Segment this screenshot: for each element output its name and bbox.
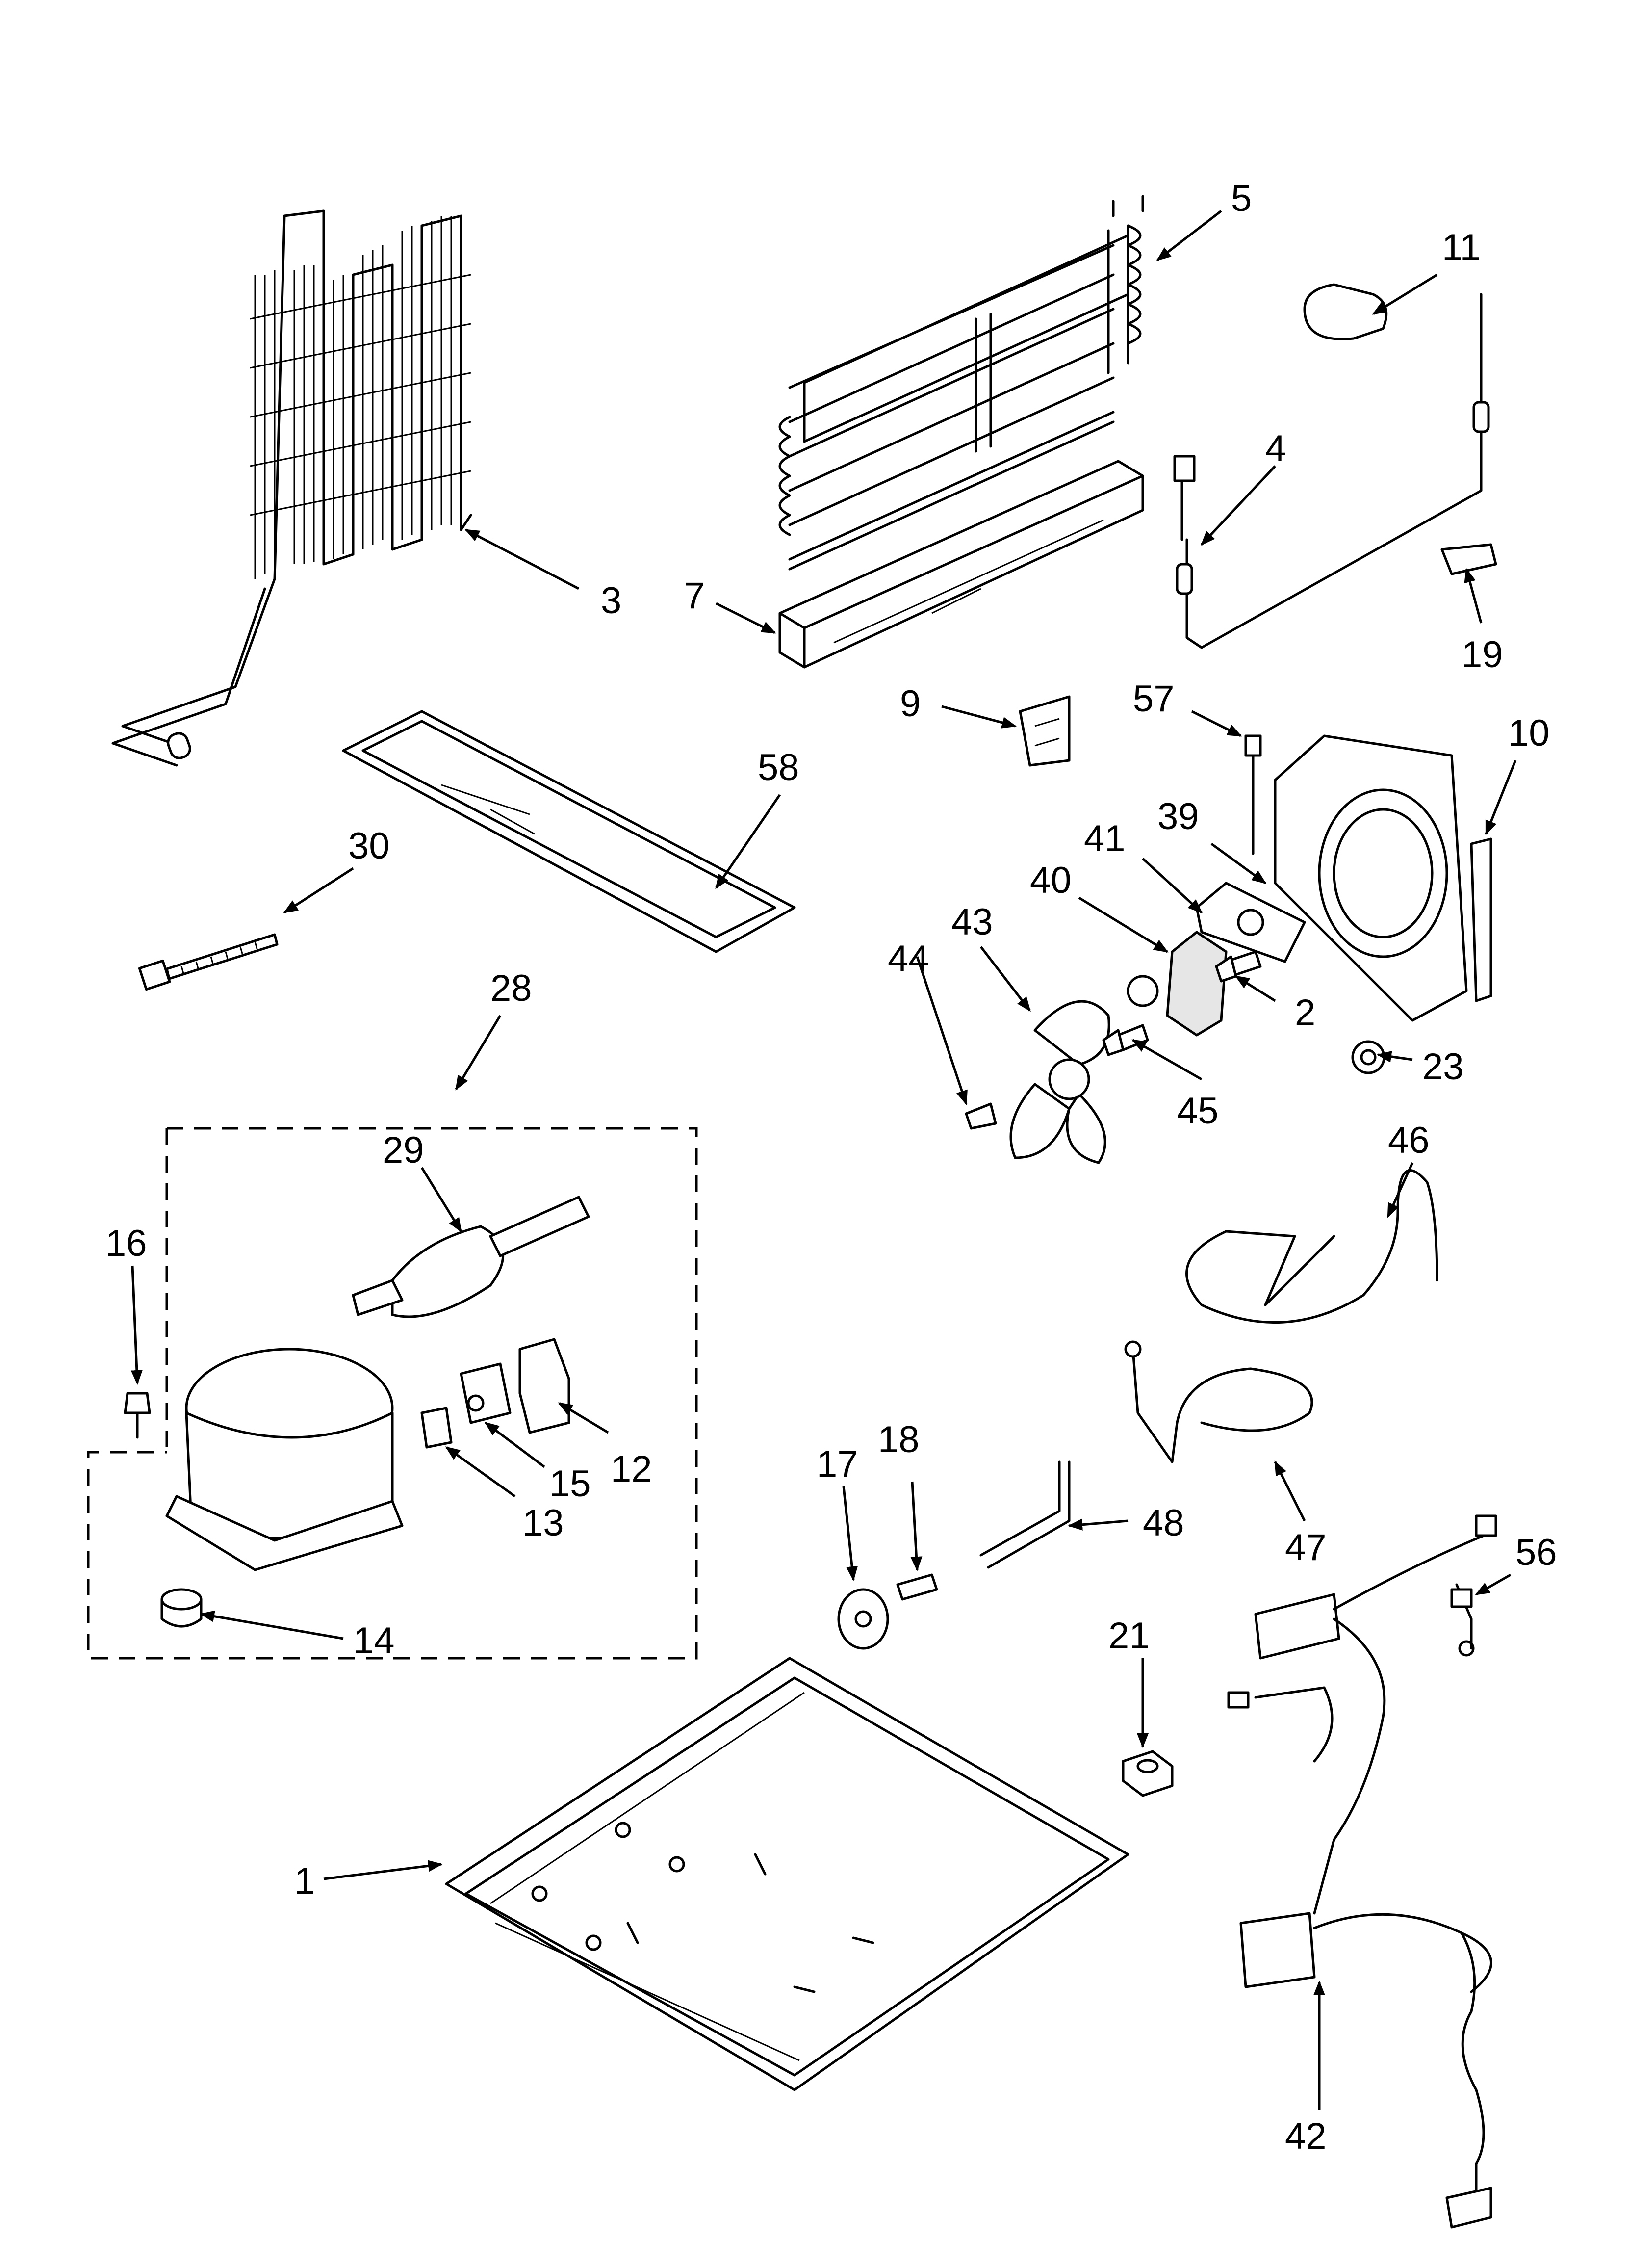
- callout-14: 14: [353, 1620, 395, 1662]
- tube-46: [1185, 1169, 1438, 1324]
- cable-tie: [138, 933, 279, 991]
- fan-shroud: [1274, 734, 1468, 1022]
- compressor-kit-box: [87, 1127, 698, 1660]
- callout-17: 17: [817, 1443, 858, 1485]
- fan-blade: [1009, 1000, 1110, 1164]
- tube-47: [1124, 1340, 1313, 1463]
- callout-41: 41: [1084, 818, 1126, 860]
- callout-29: 29: [383, 1129, 424, 1171]
- compressor: [165, 1348, 404, 1571]
- relay-12: [518, 1338, 570, 1434]
- callout-42: 42: [1285, 2115, 1327, 2157]
- callout-57: 57: [1133, 678, 1175, 720]
- cover-13: [420, 1407, 453, 1449]
- thermistor-assembly: [1173, 283, 1497, 649]
- tube-48: [979, 1460, 1071, 1569]
- callout-45: 45: [1177, 1090, 1219, 1132]
- callout-7: 7: [684, 575, 705, 617]
- nut-21: [1122, 1750, 1174, 1797]
- callout-47: 47: [1285, 1527, 1327, 1568]
- leader-lines: [130, 210, 1517, 2110]
- callout-39: 39: [1157, 796, 1199, 837]
- callout-16: 16: [105, 1223, 147, 1264]
- roller-17: [837, 1588, 889, 1650]
- axle-18: [896, 1573, 938, 1601]
- filter-drier: [352, 1196, 590, 1318]
- callout-21: 21: [1108, 1615, 1150, 1657]
- callout-56: 56: [1515, 1532, 1557, 1573]
- gasket-strip: [1470, 837, 1492, 1002]
- callout-19: 19: [1462, 634, 1503, 676]
- callout-28: 28: [490, 967, 532, 1009]
- overload-15: [460, 1362, 512, 1424]
- callout-23: 23: [1422, 1046, 1464, 1088]
- grommet-23: [1351, 1040, 1385, 1074]
- drain-trough: [778, 460, 1144, 669]
- screw-16: [124, 1392, 151, 1439]
- screw-45: [1102, 1024, 1149, 1056]
- callout-labels: 1 2 3 4 5 7 9 10 11 12 13 14 15 16 17 18…: [105, 178, 1557, 2157]
- screw-2: [1215, 950, 1262, 983]
- callout-9: 9: [900, 683, 921, 725]
- wiring-harness: [1227, 1514, 1497, 2229]
- screw-57: [1244, 734, 1262, 855]
- callout-3: 3: [601, 580, 621, 622]
- condenser-coil: [111, 209, 472, 767]
- callout-1: 1: [294, 1860, 315, 1902]
- motor-bracket: [1195, 882, 1306, 963]
- callout-12: 12: [611, 1448, 652, 1490]
- base-pan: [445, 1657, 1129, 2091]
- callout-30: 30: [348, 825, 390, 867]
- callout-40: 40: [1030, 860, 1072, 901]
- callout-4: 4: [1265, 428, 1286, 469]
- fan-motor: [1127, 931, 1228, 1037]
- callout-13: 13: [522, 1502, 564, 1544]
- callout-10: 10: [1508, 712, 1550, 754]
- drain-pan: [342, 710, 796, 953]
- callout-44: 44: [888, 938, 929, 980]
- callout-43: 43: [951, 901, 993, 943]
- callout-11: 11: [1442, 227, 1481, 268]
- callout-2: 2: [1295, 992, 1315, 1034]
- grommet-14: [160, 1588, 203, 1628]
- fan-blade-clip: [965, 1102, 997, 1130]
- evaporator: [778, 195, 1144, 571]
- clip: [1019, 695, 1071, 767]
- callout-15: 15: [549, 1463, 591, 1505]
- callout-5: 5: [1231, 178, 1252, 219]
- callout-46: 46: [1388, 1120, 1430, 1161]
- callout-18: 18: [878, 1419, 920, 1460]
- callout-58: 58: [758, 747, 799, 788]
- callout-48: 48: [1143, 1502, 1184, 1544]
